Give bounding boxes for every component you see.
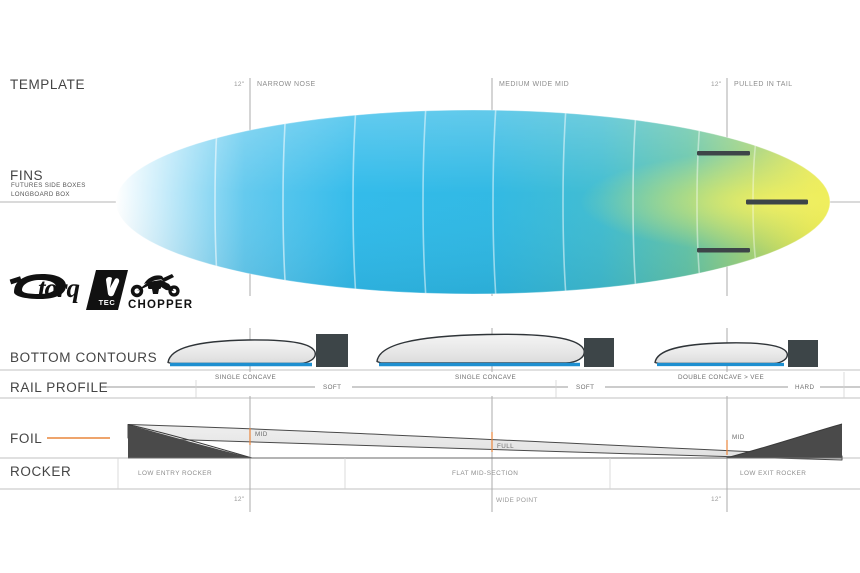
tick-bottom-left-measure: 12" (234, 496, 245, 503)
row-label-template: TEMPLATE (10, 77, 86, 92)
row-label-rocker: ROCKER (10, 464, 72, 479)
zone-medium-wide-mid: MEDIUM WIDE MID (499, 81, 570, 88)
foil-exit-wedge-solid (726, 424, 842, 458)
row-label-rail-profile: RAIL PROFILE (10, 380, 109, 395)
brand-logo-tec: TEC (86, 270, 128, 310)
contour-label-tail: DOUBLE CONCAVE > VEE (678, 374, 765, 381)
cross-section-mid (376, 333, 614, 367)
row-label-bottom-contours: BOTTOM CONTOURS (10, 350, 158, 365)
rocker-label-flat: FLAT MID-SECTION (452, 470, 519, 477)
foil-label-nose: MID (255, 431, 268, 438)
deck-seam-3 (352, 110, 357, 294)
deck-seam-6 (562, 110, 567, 294)
fin-box-markers (697, 151, 808, 253)
cross-section-nose (167, 334, 348, 367)
stringer-block-tail (788, 340, 818, 367)
fins-sub-futures: FUTURES SIDE BOXES (11, 182, 86, 189)
deck-seam-7 (632, 111, 637, 293)
svg-text:torq: torq (38, 273, 80, 303)
deck-seam-4 (422, 110, 427, 294)
foil-entry-wedge (128, 424, 252, 458)
fin-box-side-upper (697, 151, 750, 156)
foil-accent-marks (47, 428, 728, 455)
foil-deck-band (127, 424, 843, 461)
fin-box-side-lower (697, 248, 750, 253)
tick-bottom-right-measure: 12" (711, 496, 722, 503)
tick-template-right-measure: 12" (711, 81, 722, 88)
deck-seam-8 (696, 121, 701, 283)
rocker-label-exit: LOW EXIT ROCKER (740, 470, 807, 477)
contour-label-nose: SINGLE CONCAVE (215, 374, 277, 381)
board-plan-outline (115, 109, 831, 295)
rail-label-hard-tail: HARD (795, 384, 815, 391)
row-label-foil: FOIL (10, 431, 43, 446)
deck-seam-5 (492, 110, 497, 294)
row-label-fins: FINS (10, 168, 44, 183)
chopper-wordmark-text: CHOPPER (128, 299, 193, 311)
deck-seam-2 (282, 110, 287, 294)
stringer-block-mid (584, 338, 614, 367)
foil-label-tail: MID (732, 434, 745, 441)
brand-logo-chopper: CHOPPER (128, 274, 193, 311)
zone-pulled-in-tail: PULLED IN TAIL (734, 81, 793, 88)
contour-label-mid: SINGLE CONCAVE (455, 374, 517, 381)
rail-label-soft-nose: SOFT (323, 384, 342, 391)
motorcycle-icon (130, 274, 180, 298)
stringer-block-nose (316, 334, 348, 367)
rocker-zone-separators (117, 458, 611, 489)
tick-template-left-measure: 12" (234, 81, 245, 88)
tick-bottom-wide-point: WIDE POINT (496, 497, 538, 504)
rocker-label-entry: LOW ENTRY ROCKER (138, 470, 213, 477)
tec-check-glyph (106, 276, 120, 297)
svg-text:TEC: TEC (99, 298, 116, 307)
fins-sub-longboard: LONGBOARD BOX (11, 191, 70, 198)
foil-label-center: FULL (497, 443, 514, 450)
fin-box-longboard-center (746, 199, 808, 205)
foil-profile (127, 423, 843, 461)
rail-label-soft-mid: SOFT (576, 384, 595, 391)
cross-section-tail (654, 340, 818, 367)
rail-profile-connectors (104, 372, 860, 398)
zone-narrow-nose: NARROW NOSE (257, 81, 316, 88)
brand-logo-torq: torq (9, 273, 81, 303)
